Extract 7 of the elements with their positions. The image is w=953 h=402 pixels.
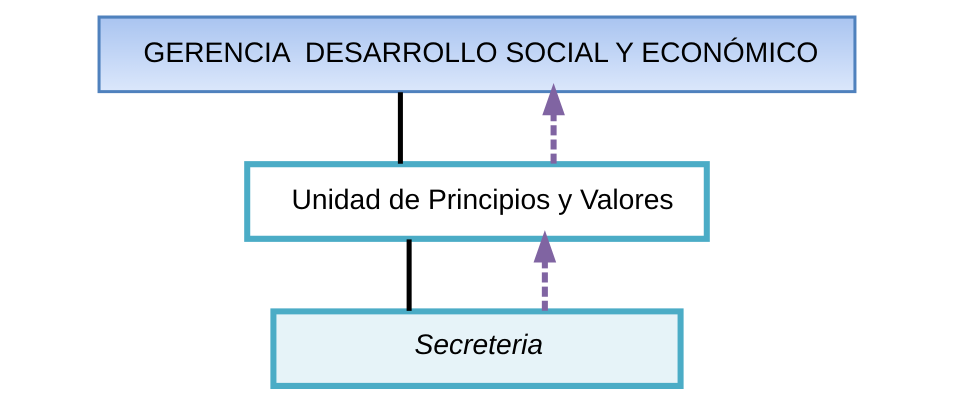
node-box: Unidad de Principios y Valores [244, 160, 710, 242]
connector [397, 92, 402, 164]
node-box: Secreteria [270, 308, 684, 388]
arrow [542, 82, 564, 164]
arrow [533, 230, 556, 310]
node-box: GERENCIA DESARROLLO SOCIAL Y ECONÓMICO [97, 15, 856, 93]
connector [406, 238, 412, 310]
